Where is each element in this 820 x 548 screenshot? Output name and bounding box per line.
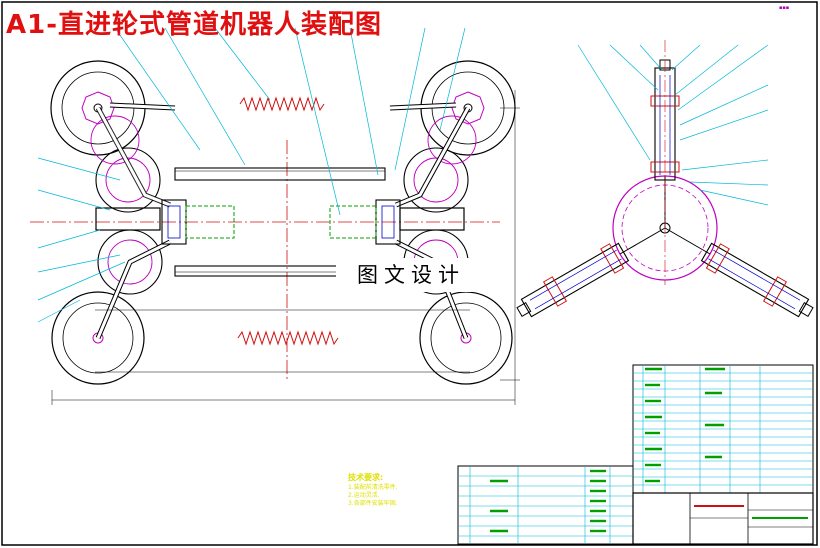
technical-notes: 技术要求: 1.装配前清洗零件. 2.运动灵活. 3.各部件安装牢固. (348, 474, 398, 508)
notes-line-1: 1.装配前清洗零件. (348, 484, 398, 491)
notes-heading: 技术要求: (348, 473, 384, 482)
drawing-title: A1-直进轮式管道机器人装配图 (6, 10, 383, 40)
watermark-text: 图文设计 (336, 258, 486, 292)
notes-line-2: 2.运动灵活. (348, 492, 380, 499)
scale-mark: ▪▪▪ (779, 5, 790, 11)
front-view (30, 27, 520, 405)
notes-line-3: 3.各部件安装牢固. (348, 500, 398, 507)
side-view (516, 40, 814, 318)
title-block (457, 364, 814, 545)
